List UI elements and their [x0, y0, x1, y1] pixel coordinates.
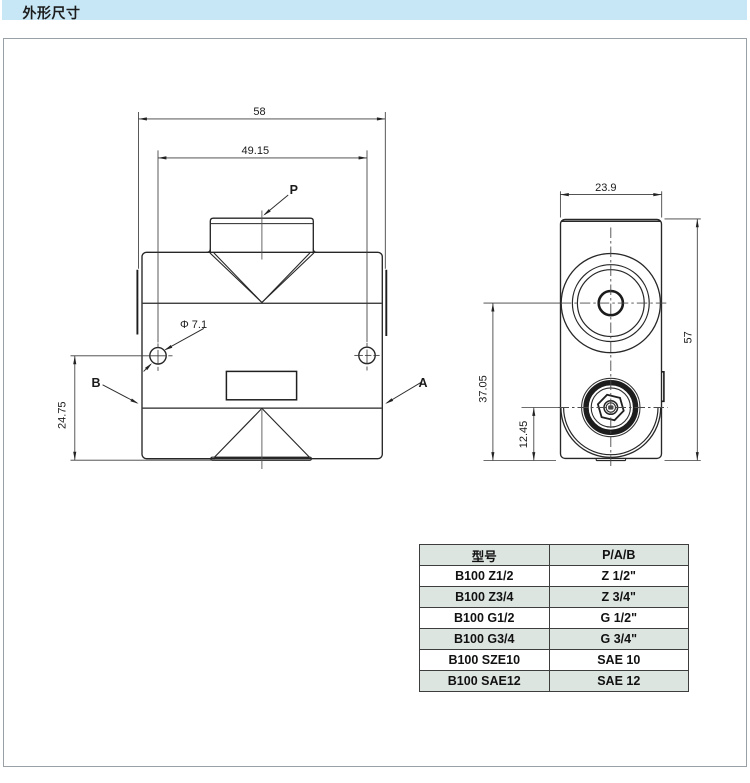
svg-text:49.15: 49.15	[242, 145, 270, 157]
svg-text:Φ 7.1: Φ 7.1	[180, 319, 207, 331]
svg-text:24.75: 24.75	[57, 401, 69, 429]
svg-text:B: B	[91, 376, 100, 390]
svg-text:58: 58	[253, 106, 265, 118]
svg-text:12.45: 12.45	[518, 421, 530, 449]
svg-text:P: P	[290, 183, 298, 197]
svg-text:57: 57	[683, 331, 695, 343]
svg-text:A: A	[418, 376, 427, 390]
svg-text:37.05: 37.05	[478, 375, 490, 403]
svg-text:23.9: 23.9	[595, 182, 616, 194]
